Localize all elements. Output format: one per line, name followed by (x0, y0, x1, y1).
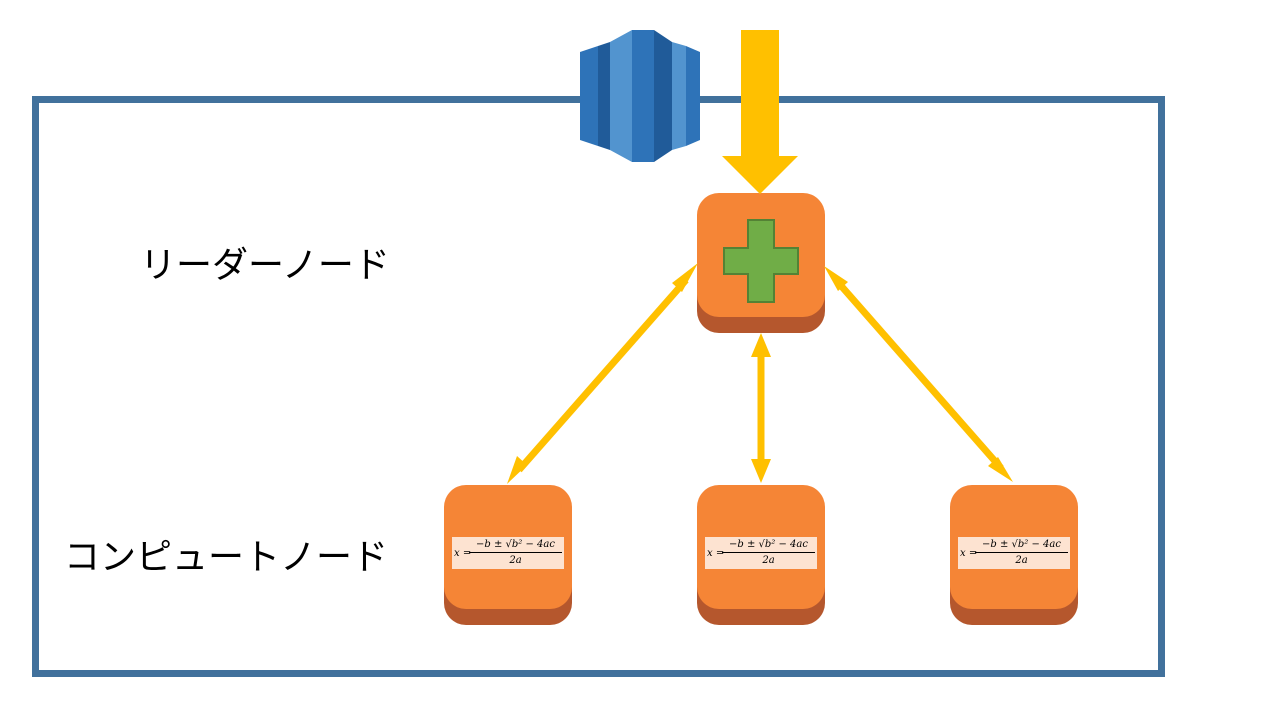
leader-node-label: リーダーノード (140, 245, 390, 286)
arrow-leader-compute-right (824, 266, 1013, 482)
leader-node (697, 193, 825, 333)
formula-icon: x = −b ± √b² − 4ac 2a (705, 537, 817, 569)
compute-node: x = −b ± √b² − 4ac 2a (950, 485, 1078, 625)
arrow-leader-compute-center (751, 333, 771, 483)
formula-icon: x = −b ± √b² − 4ac 2a (452, 537, 564, 569)
redshift-icon (580, 30, 700, 162)
compute-node-label: コンピュートノード (64, 537, 389, 578)
input-arrow (722, 30, 798, 194)
arrow-leader-compute-left (507, 263, 698, 484)
plus-icon (723, 219, 799, 303)
compute-node: x = −b ± √b² − 4ac 2a (444, 485, 572, 625)
formula-icon: x = −b ± √b² − 4ac 2a (958, 537, 1070, 569)
compute-node: x = −b ± √b² − 4ac 2a (697, 485, 825, 625)
